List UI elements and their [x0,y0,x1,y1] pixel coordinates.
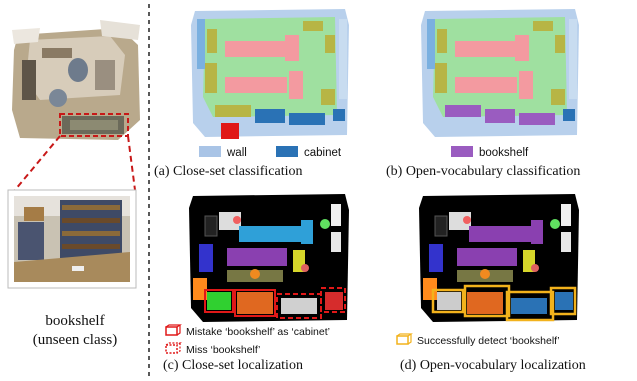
caption-c: (c) Close-set localization [163,358,303,373]
red-dashed-box-icon [165,342,182,354]
bookshelf-photo [7,189,137,289]
bookshelf-swatch [451,146,473,157]
highlight-box [59,113,129,137]
cabinet-swatch [276,146,298,157]
legend-wall-label: wall [227,147,247,159]
divider-line [148,4,150,377]
wall-swatch [199,146,221,157]
legend-mistake-label: Mistake ‘bookshelf’ as ‘cabinet’ [186,326,330,338]
connector-line-right [127,135,136,191]
red-solid-box-icon [165,324,182,336]
class-name-label: bookshelf [45,313,105,329]
map-close-set-localization [189,194,349,322]
legend-miss: Miss ‘bookshelf’ [164,342,260,356]
legend-success-label: Successfully detect ‘bookshelf’ [417,335,560,347]
map-close-set-classification [191,9,349,139]
caption-a: (a) Close-set classification [154,164,303,179]
legend-cabinet: cabinet [276,146,341,159]
class-note-label: (unseen class) [32,332,118,348]
map-open-vocabulary-localization [419,194,579,322]
legend-mistake: Mistake ‘bookshelf’ as ‘cabinet’ [164,324,330,338]
legend-wall: wall [199,146,247,159]
connector-line-left [14,135,61,191]
legend-bookshelf: bookshelf [451,146,528,159]
legend-miss-label: Miss ‘bookshelf’ [186,344,261,356]
caption-b: (b) Open-vocabulary classification [386,164,581,179]
legend-bookshelf-label: bookshelf [479,147,529,159]
legend-success: Successfully detect ‘bookshelf’ [395,333,560,347]
scene-scan-image [12,20,140,140]
map-open-vocabulary-classification [421,9,579,137]
caption-d: (d) Open-vocabulary localization [400,358,586,373]
left-scene-panel [7,20,140,289]
yellow-box-icon [396,333,413,345]
legend-cabinet-label: cabinet [304,147,342,159]
